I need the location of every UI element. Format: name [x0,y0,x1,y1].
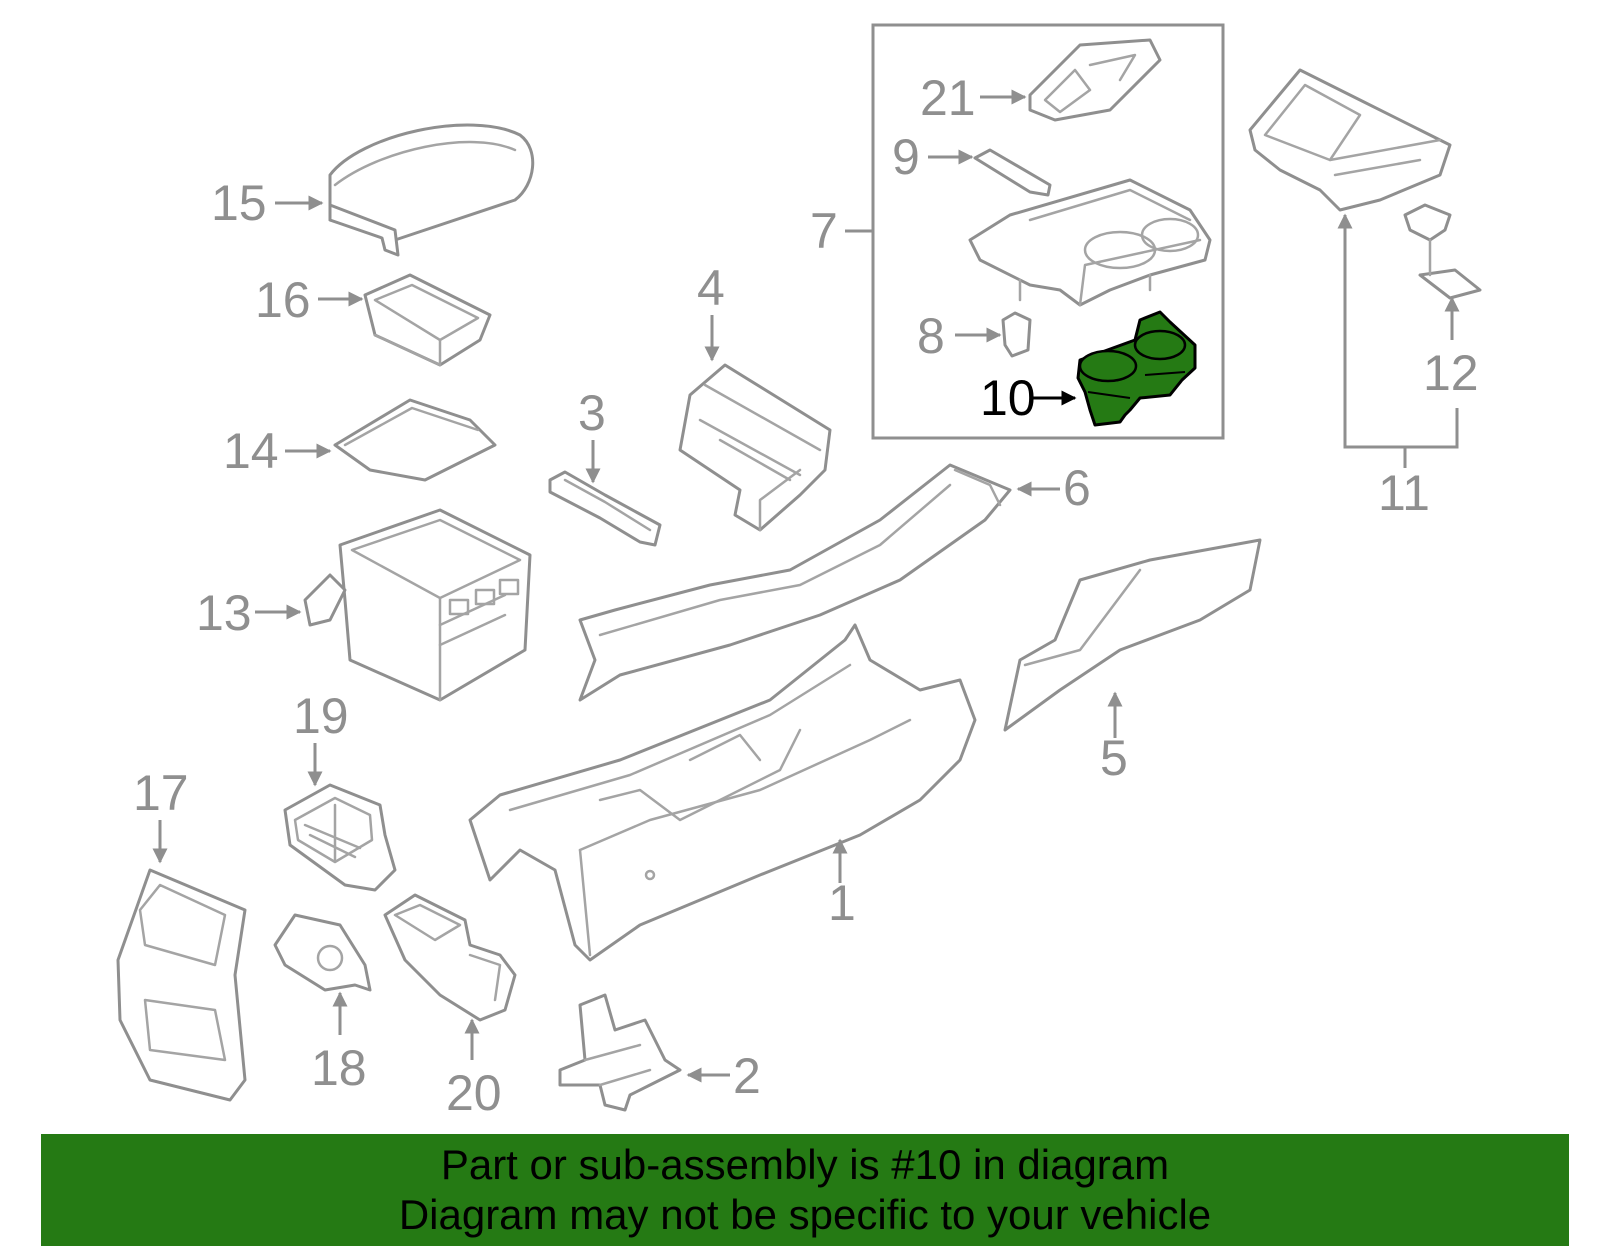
callout-21: 21 [920,70,976,126]
part-19-vent[interactable] [283,783,397,892]
banner-line-1: Part or sub-assembly is #10 in diagram [440,1141,1170,1188]
part-14-mat[interactable] [333,398,497,482]
part-3-trim-strip[interactable] [548,470,662,547]
callout-18: 18 [311,1040,367,1096]
part-6-side-panel[interactable] [578,463,1012,702]
callout-9: 9 [892,129,920,185]
info-banner: Part or sub-assembly is #10 in diagram D… [41,1134,1569,1246]
callout-16: 16 [255,272,311,328]
part-15-armrest-lid[interactable] [328,123,535,257]
callout-1: 1 [828,875,856,931]
callout-8: 8 [917,308,945,364]
part-1-console-body[interactable] [468,623,977,962]
callout-3: 3 [578,385,606,441]
info-banner-bg [41,1134,1569,1246]
part-4-bracket[interactable] [678,363,832,532]
part-20-duct[interactable] [383,893,517,1022]
callout-labels: 15 16 14 13 4 3 6 5 1 2 19 17 18 20 21 9… [133,70,1479,1121]
callout-7: 7 [810,203,838,259]
cup-holder-right-ring [1133,329,1187,361]
part-17-bezel[interactable] [116,868,247,1102]
part-9-trim[interactable] [973,148,1052,197]
part-5-side-panel[interactable] [1003,538,1262,732]
callout-11: 11 [1378,465,1430,521]
callout-5: 5 [1100,730,1128,786]
callout-15: 15 [211,175,267,231]
part-13-console-bin[interactable] [303,508,532,702]
callout-12: 12 [1423,345,1479,401]
leader-lines [152,89,1460,1083]
part-7-upper-bezel[interactable] [968,178,1212,307]
part-21-switch-bezel[interactable] [1028,38,1162,122]
banner-line-2: Diagram may not be specific to your vehi… [398,1191,1212,1238]
callout-10: 10 [980,370,1036,426]
part-8-clip[interactable] [1001,311,1032,358]
cup-holder-left-ring [1078,349,1138,383]
part-10-cup-holder[interactable] [1076,310,1197,427]
part-18-switch-panel[interactable] [273,913,372,992]
callout-14: 14 [223,423,279,479]
callout-19: 19 [293,688,349,744]
callout-17: 17 [133,765,189,821]
part-12-latch[interactable] [1403,203,1482,300]
callout-6: 6 [1063,460,1091,516]
callout-4: 4 [697,260,725,316]
callout-13: 13 [196,585,252,641]
callout-20: 20 [446,1065,502,1121]
part-11-armrest-base[interactable] [1248,68,1452,212]
callout-2: 2 [733,1048,761,1104]
part-2-bracket[interactable] [558,993,682,1112]
part-16-storage-tray[interactable] [363,273,492,367]
